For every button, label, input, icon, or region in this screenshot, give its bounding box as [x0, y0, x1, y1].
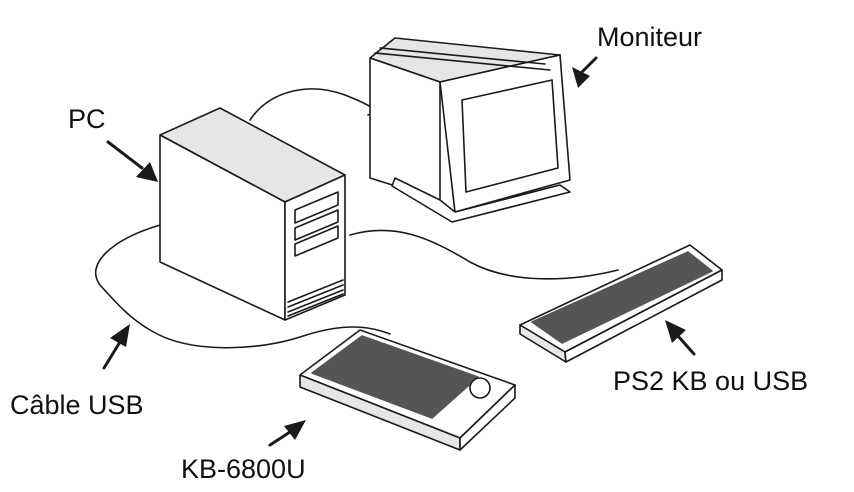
label-pc: PC — [68, 104, 106, 134]
label-ps2-keyboard: PS2 KB ou USB — [613, 366, 809, 396]
pc-drive-bay-2 — [294, 209, 339, 241]
ps2-keyboard-cable — [349, 229, 619, 280]
kb-6800u-keyboard — [299, 329, 516, 451]
kb-6800u-front-edge-2 — [459, 384, 516, 451]
arrow-monitor-head — [572, 67, 590, 88]
label-usb-cable: Câble USB — [10, 390, 144, 420]
kb-6800u-trackball — [469, 377, 491, 399]
monitor-base — [391, 177, 571, 223]
arrow-usb-shaft — [102, 340, 122, 370]
arrow-kb6800u-head — [284, 420, 306, 440]
ps2-keyboard-front-edge-2 — [564, 269, 723, 363]
arrow-kb6800u-shaft — [268, 430, 292, 447]
pc-tower — [159, 107, 346, 321]
label-monitor: Moniteur — [597, 22, 703, 52]
arrow-monitor-shaft — [580, 56, 598, 74]
monitor-cable — [249, 88, 374, 121]
arrow-ps2-head — [665, 320, 686, 343]
kb-6800u-keys — [311, 335, 479, 419]
pc-drive-bay-1 — [294, 191, 339, 224]
arrows — [102, 56, 696, 447]
arrow-ps2-shaft — [676, 334, 696, 356]
monitor-housing-side — [369, 57, 441, 201]
usb-cable — [94, 224, 391, 349]
monitor — [369, 37, 571, 223]
arrow-usb-head — [110, 324, 130, 347]
ps2-keyboard — [519, 244, 723, 363]
monitor-screen — [461, 79, 559, 193]
arrow-pc-head — [136, 162, 158, 182]
ps2-keyboard-keys — [531, 251, 713, 344]
label-kb-model: KB-6800U — [181, 454, 306, 484]
arrow-pc-shaft — [106, 140, 144, 170]
pc-drive-bay-3 — [294, 225, 339, 257]
